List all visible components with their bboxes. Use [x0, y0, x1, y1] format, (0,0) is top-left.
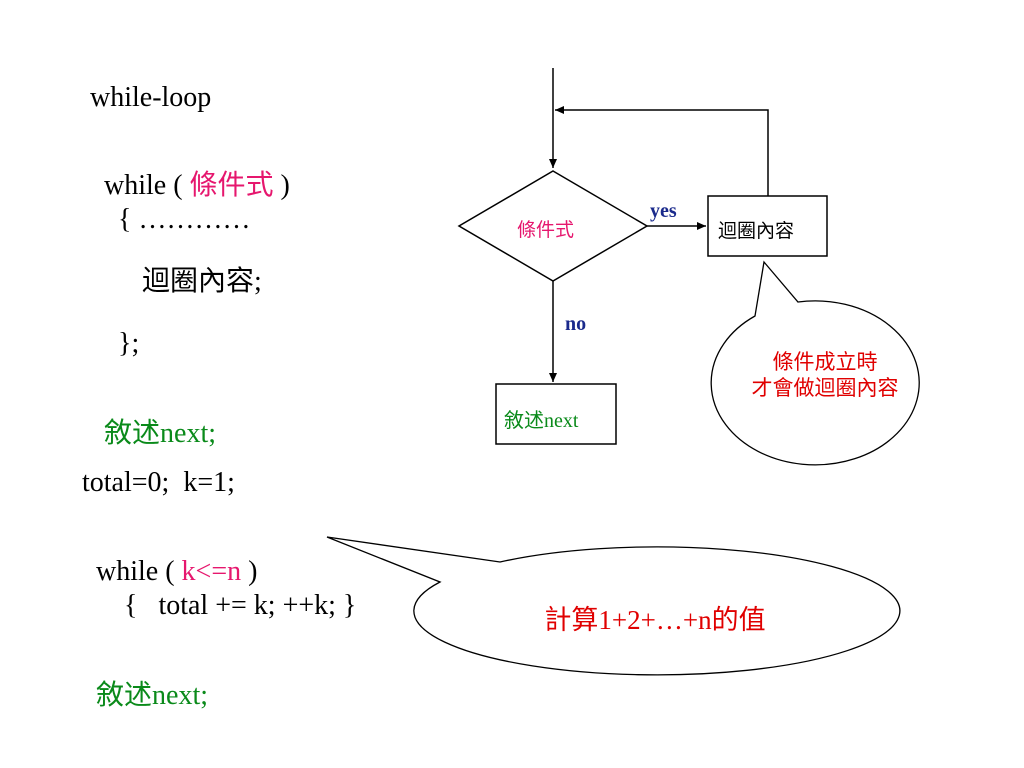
while-close: ) — [273, 170, 290, 201]
next-box-suffix: next — [544, 410, 579, 432]
decision-label: 條件式 — [517, 220, 575, 241]
loop-note-text: 條件成立時 才會做迴圈內容 — [720, 349, 930, 402]
next-statement-box — [495, 383, 617, 445]
yes-label: yes — [650, 200, 677, 222]
loop-body-line: 迴圈內容; — [142, 266, 262, 297]
loop-note-line-2: 才會做迴圈內容 — [751, 376, 899, 401]
while-line: while ( 條件式 ) — [90, 144, 290, 200]
next-statement-box-label: 敘述next — [504, 404, 578, 433]
loop-content-box — [707, 195, 828, 257]
condition-text: 條件式 — [189, 170, 274, 201]
loop-note-bubble — [710, 260, 920, 466]
next-statement-prefix: 敘述 — [104, 418, 161, 449]
while-keyword-2: while ( — [96, 556, 182, 587]
while-line-2: while ( k<=n ) — [82, 530, 257, 586]
sum-note-bubble — [326, 536, 901, 676]
loop-back-arrow — [555, 106, 769, 196]
sum-note-text: 計算1+2+…+n的值 — [544, 605, 766, 635]
loop-note-line-1: 條件成立時 — [772, 350, 878, 374]
next-statement-line-2: 敘述next; — [82, 654, 208, 710]
while-keyword: while ( — [104, 170, 190, 201]
code-title: while-loop — [90, 82, 212, 113]
next-statement-prefix-2: 敘述 — [96, 680, 153, 711]
next-statement-suffix: next; — [160, 418, 217, 449]
next-box-prefix: 敘述 — [504, 410, 544, 432]
next-statement-line: 敘述next; — [90, 392, 216, 448]
while-close-2: ) — [241, 556, 258, 587]
init-line: total=0; k=1; — [82, 467, 235, 498]
next-statement-suffix-2: next; — [152, 680, 209, 711]
condition-text-2: k<=n — [181, 556, 242, 587]
close-brace-line: }; — [118, 328, 140, 359]
open-brace-line: { ………… — [118, 204, 251, 235]
loop-body-line-2: { total += k; ++k; } — [124, 590, 357, 621]
no-label: no — [565, 313, 587, 335]
loop-content-label: 迴圈內容 — [718, 221, 795, 242]
